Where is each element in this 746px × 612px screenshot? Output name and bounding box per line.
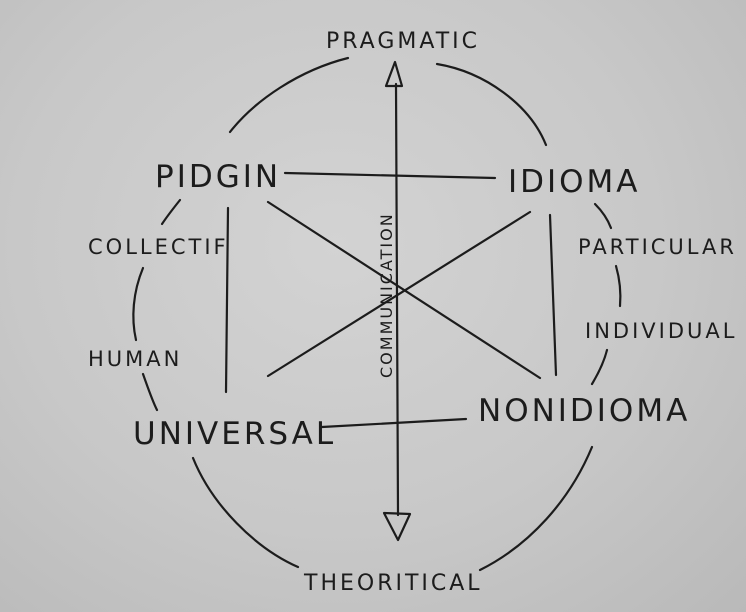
arc-nonidioma-to-theoritical xyxy=(478,445,594,572)
arc-pidgin-to-collectif xyxy=(160,198,182,226)
node-individual: INDIVIDUAL xyxy=(585,319,737,343)
node-collectif: COLLECTIF xyxy=(88,235,229,259)
arc-pragmatic-to-idioma xyxy=(435,62,548,147)
arc-universal-to-theoritical xyxy=(191,456,300,569)
arc-idioma-to-particular xyxy=(593,202,613,230)
node-nonidioma: NONIDIOMA xyxy=(478,393,690,429)
axis-communication xyxy=(394,82,400,517)
arrow-down-icon xyxy=(382,511,412,542)
node-theoritical: THEORITICAL xyxy=(303,571,483,596)
line-universal-nonidioma xyxy=(320,417,468,429)
arrow-up-icon xyxy=(384,60,404,88)
arc-particular-to-individual xyxy=(614,264,622,308)
node-idioma: IDIOMA xyxy=(508,164,641,200)
arc-pragmatic-to-pidgin xyxy=(228,56,350,134)
node-pidgin: PIDGIN xyxy=(155,159,281,195)
line-idioma-universal xyxy=(266,210,532,378)
arc-individual-to-nonidioma xyxy=(590,348,609,386)
node-pragmatic: PRAGMATIC xyxy=(326,29,480,54)
arc-collectif-to-human xyxy=(132,266,145,342)
node-particular: PARTICULAR xyxy=(578,235,737,259)
line-idioma-nonidioma xyxy=(548,213,558,377)
node-universal: UNIVERSAL xyxy=(133,416,336,452)
line-pidgin-idioma xyxy=(283,171,497,180)
arc-human-to-universal xyxy=(141,372,159,412)
node-human: HUMAN xyxy=(88,347,182,371)
axis-label-communication: COMMUNICATION xyxy=(377,212,396,378)
line-pidgin-universal xyxy=(224,206,230,394)
